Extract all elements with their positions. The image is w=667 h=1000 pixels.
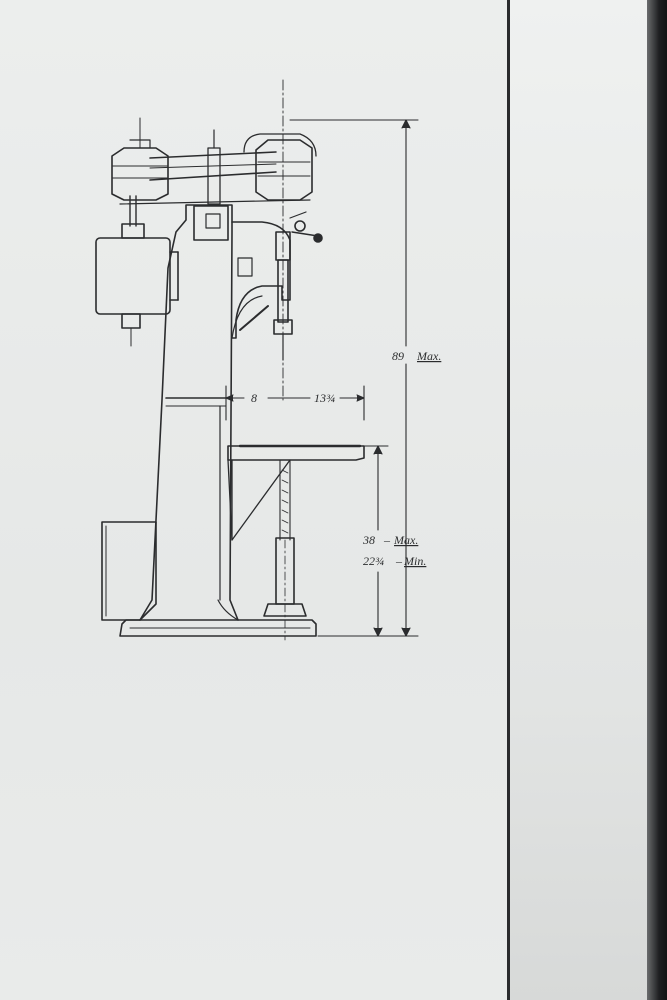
machine-base xyxy=(119,619,317,637)
table-height-dimension xyxy=(363,445,389,637)
table-min-qualifier: Min. xyxy=(403,554,426,568)
rear-cabinet xyxy=(101,521,157,621)
document-page xyxy=(0,0,510,1000)
height-value-label: 89 xyxy=(392,349,404,363)
height-qualifier-label: Max. xyxy=(416,349,441,363)
machine-column xyxy=(139,204,239,621)
spindle-quill xyxy=(273,79,323,401)
page-shadow-edge xyxy=(647,0,667,1000)
work-table xyxy=(227,444,365,641)
drive-motor xyxy=(95,195,179,347)
height-dimension xyxy=(289,119,419,637)
table-max-qualifier: Max. xyxy=(393,533,418,547)
reach-left-label: 8 xyxy=(251,391,257,405)
adjacent-page xyxy=(510,0,647,1000)
spindle-head xyxy=(193,205,291,339)
table-max-label: 38 xyxy=(362,533,375,547)
reach-dimension xyxy=(225,385,365,421)
reach-right-label: 13¾ xyxy=(314,391,335,405)
table-max-dash: – xyxy=(383,533,391,547)
table-min-dash: – xyxy=(395,554,403,568)
page-binding-line xyxy=(507,0,510,1000)
table-min-label: 22¾ xyxy=(363,554,384,568)
belt-drive xyxy=(111,117,317,205)
